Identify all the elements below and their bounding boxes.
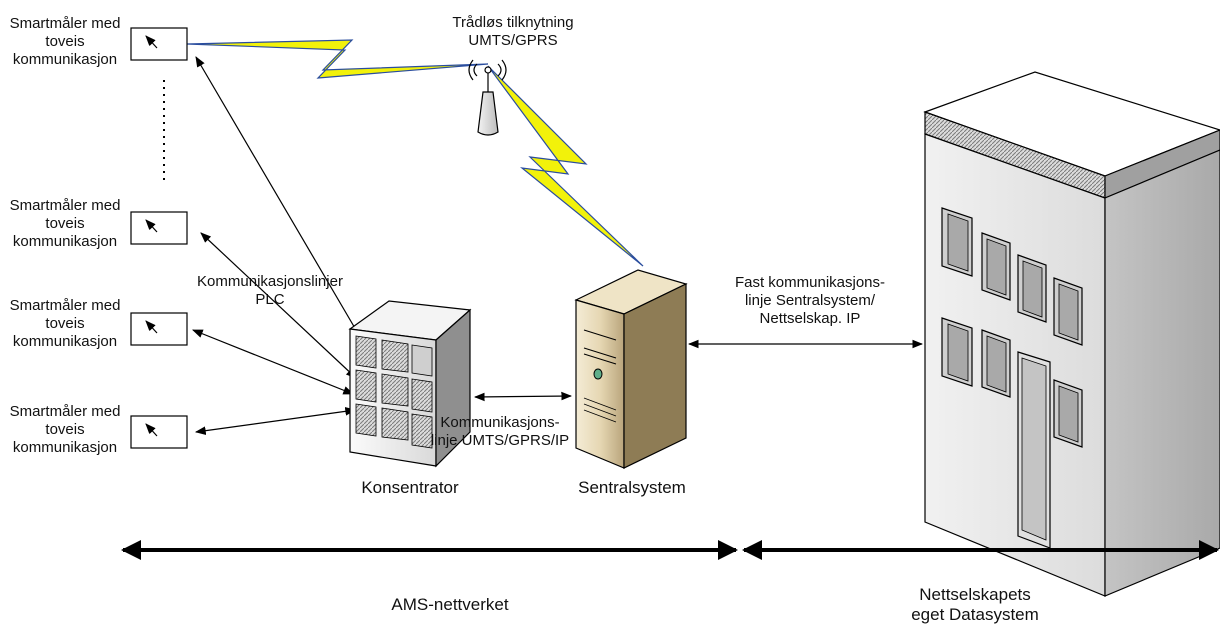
meter-label-line: kommunikasjon [12,51,118,68]
wireless-label-line: Trådløs tilknytning [452,14,574,31]
meter-label-line: kommunikasjon [12,333,118,350]
smart-meter[interactable] [130,27,188,61]
smart-meter[interactable] [130,312,188,346]
central-system-server-icon[interactable] [574,269,688,469]
meter-label-line: Smartmåler med [9,197,121,214]
fixed-link-label: Fast kommunikasjons- linje Sentralsystem… [715,274,905,328]
meter-label: Smartmåler med toveis kommunikasjon [0,15,130,69]
dso-system-label-line: eget Datasystem [911,605,1039,624]
wireless-label: Trådløs tilknytning UMTS/GPRS [428,14,598,50]
meter-label-line: toveis [45,421,85,438]
plc-label-line: PLC [255,291,285,308]
meter-label: Smartmåler med toveis kommunikasjon [0,403,130,457]
concentrator-link-label-line: Kommunikasjons- [440,414,560,431]
meter-label-line: Smartmåler med [9,15,121,32]
ams-network-label: AMS-nettverket [391,595,509,614]
dso-system-label: Nettselskapets eget Datasystem [880,585,1070,625]
meter-label: Smartmåler med toveis kommunikasjon [0,197,130,251]
plc-label-line: Kommunikasjonslinjer [197,273,343,290]
meter-label-line: kommunikasjon [12,439,118,456]
antenna-icon [468,59,507,136]
concentrator-icon[interactable] [348,300,472,468]
fixed-link-label-line: Nettselskap. IP [759,310,861,327]
dso-system-label-line: Nettselskapets [919,585,1031,604]
meter-label: Smartmåler med toveis kommunikasjon [0,297,130,351]
meter-label-line: toveis [45,315,85,332]
wireless-link-meter [186,39,489,79]
concentrator-central-link [473,391,573,402]
central-system-label: Sentralsystem [578,478,686,497]
concentrator-link-label: Kommunikasjons- linje UMTS/GPRS/IP [400,414,600,450]
smart-meter[interactable] [130,211,188,245]
concentrator-link-label-line: linje UMTS/GPRS/IP [430,432,570,449]
wireless-link-central [487,65,644,267]
plc-label: Kommunikasjonslinjer PLC [190,273,350,309]
meter-label-line: toveis [45,33,85,50]
meter-label-line: Smartmåler med [9,297,121,314]
meter-label-line: kommunikasjon [12,233,118,250]
plc-links [191,56,367,435]
fixed-link-label-line: linje Sentralsystem/ [744,292,876,309]
fixed-link-label-line: Fast kommunikasjons- [734,274,886,291]
wireless-label-line: UMTS/GPRS [468,32,558,49]
smart-meter[interactable] [130,415,188,449]
dso-building-icon[interactable] [923,71,1220,597]
meter-label-line: toveis [45,215,85,232]
concentrator-label: Konsentrator [361,478,459,497]
meter-label-line: Smartmåler med [9,403,121,420]
